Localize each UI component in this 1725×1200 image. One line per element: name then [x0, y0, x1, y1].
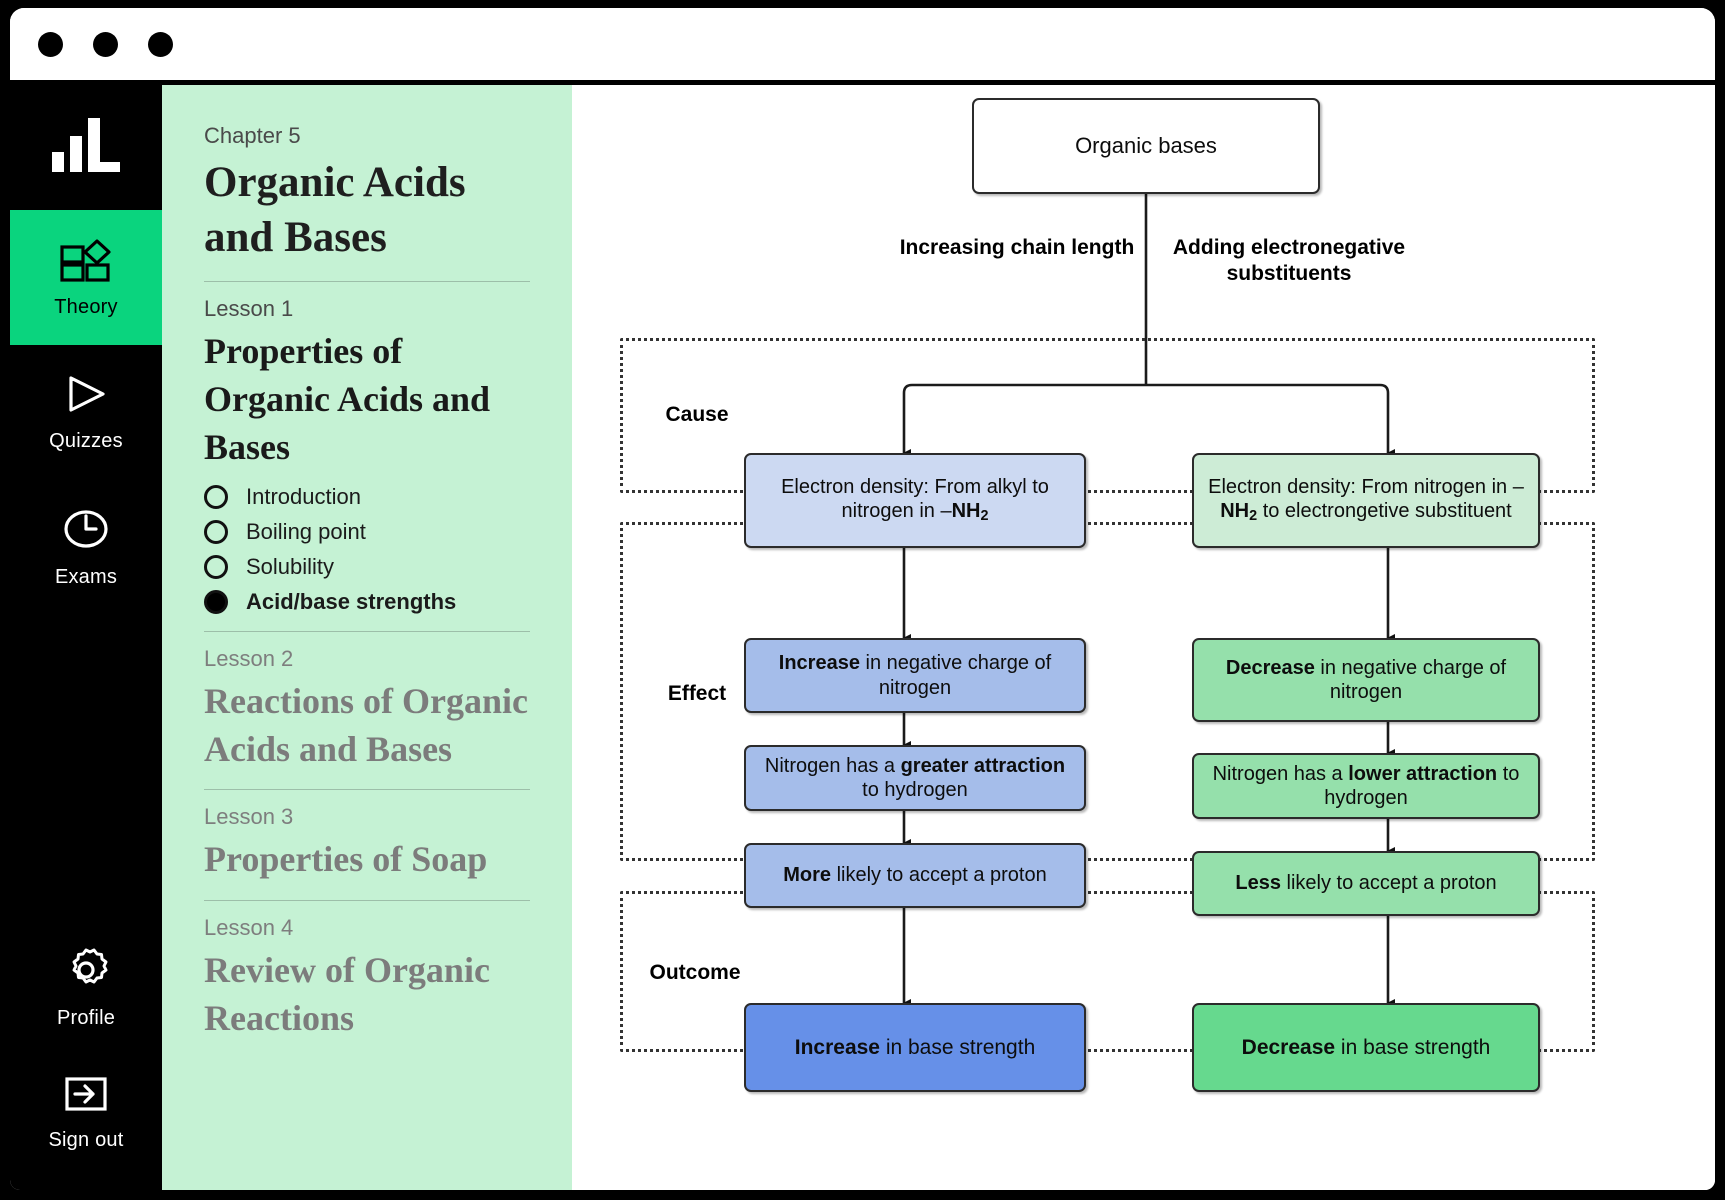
lesson-4-title[interactable]: Review of Organic Reactions [204, 950, 490, 1039]
node-effect-left-3[interactable]: More likely to accept a proton [744, 843, 1086, 908]
diagram-canvas: Organic bases Increasing chain length Ad… [572, 85, 1715, 1190]
lesson-2-title[interactable]: Reactions of Organic Acids and Bases [204, 680, 528, 769]
node-cause-right[interactable]: Electron density: From nitrogen in –NH2 … [1192, 453, 1540, 548]
node-effect-left-2[interactable]: Nitrogen has a greater attraction to hyd… [744, 745, 1086, 811]
band-label-effect: Effect [667, 682, 727, 705]
app-logo[interactable] [10, 85, 162, 210]
topic-solubility-label: Solubility [246, 553, 335, 579]
rail-item-profile[interactable]: Profile [10, 920, 162, 1055]
lesson-1-title[interactable]: Properties of Organic Acids and Bases [204, 331, 491, 467]
chapter-eyebrow: Chapter 5 [204, 123, 301, 148]
lesson-4-eyebrow: Lesson 4 [204, 915, 294, 941]
topic-bullet-icon [204, 484, 228, 509]
edge-label-left: Increasing chain length [899, 236, 1135, 259]
rail-item-quizzes-label: Quizzes [49, 429, 123, 452]
sidebar-divider-2 [204, 630, 530, 632]
blocks-icon [60, 237, 112, 288]
sidebar-divider-1 [204, 281, 530, 283]
window-close-dot[interactable] [38, 31, 63, 57]
band-label-outcome: Outcome [649, 961, 741, 984]
topic-introduction[interactable]: Introduction [204, 484, 530, 510]
diagram-connectors [902, 194, 1395, 1007]
node-effect-right-1[interactable]: Decrease in negative charge of nitrogen [1192, 638, 1540, 722]
topic-acid-base-strengths-label: Acid/base strengths [246, 588, 457, 614]
sidebar-divider-3 [204, 789, 530, 791]
node-outcome-right[interactable]: Decrease in base strength [1192, 1003, 1540, 1092]
rail-item-exams[interactable]: Exams [10, 480, 162, 615]
clock-icon [62, 507, 110, 558]
lesson-3-title[interactable]: Properties of Soap [204, 839, 488, 880]
lesson-3-eyebrow: Lesson 3 [204, 804, 294, 830]
chapter-title: Organic Acids and Bases [204, 159, 466, 262]
play-icon [61, 373, 111, 422]
node-effect-right-2[interactable]: Nitrogen has a lower attraction to hydro… [1192, 753, 1540, 819]
rail-spacer [10, 615, 162, 920]
primary-nav-rail: Theory Quizzes [10, 85, 162, 1190]
window-body: Theory Quizzes [10, 80, 1715, 1190]
band-label-cause: Cause [665, 403, 729, 426]
edge-label-right: Adding electronegative substituents [1172, 236, 1406, 286]
node-cause-left[interactable]: Electron density: From alkyl to nitrogen… [744, 453, 1086, 548]
browser-window: Theory Quizzes [10, 8, 1715, 1190]
lesson-1-eyebrow: Lesson 1 [204, 296, 294, 322]
topic-boiling-point[interactable]: Boiling point [204, 519, 530, 545]
gear-icon [62, 946, 110, 999]
sign-out-icon [61, 1072, 111, 1121]
node-organic-bases[interactable]: Organic bases [972, 98, 1320, 194]
rail-item-profile-label: Profile [56, 1006, 116, 1029]
rail-item-quizzes[interactable]: Quizzes [10, 345, 162, 480]
node-outcome-left[interactable]: Increase in base strength [744, 1003, 1086, 1092]
sidebar-divider-4 [204, 900, 530, 902]
topic-boiling-point-label: Boiling point [246, 518, 366, 544]
lesson-1-topic-list: Introduction Boiling point Solubility Ac… [204, 484, 530, 615]
rail-item-theory[interactable]: Theory [10, 210, 162, 345]
topic-introduction-label: Introduction [246, 483, 361, 509]
node-organic-bases-label: Organic bases [1075, 132, 1217, 158]
node-effect-left-1[interactable]: Increase in negative charge of nitrogen [744, 638, 1086, 713]
rail-item-theory-label: Theory [54, 295, 118, 318]
window-titlebar [10, 8, 1715, 80]
topic-bullet-icon [204, 554, 228, 579]
topic-bullet-selected-icon [204, 589, 228, 614]
band-effect-container [620, 522, 1595, 861]
band-cause-container [620, 338, 1595, 493]
node-effect-right-3[interactable]: Less likely to accept a proton [1192, 851, 1540, 916]
rail-item-sign-out[interactable]: Sign out [10, 1055, 162, 1190]
rail-item-sign-out-label: Sign out [48, 1128, 124, 1151]
window-minimize-dot[interactable] [93, 31, 118, 57]
rail-item-exams-label: Exams [54, 565, 118, 588]
bar-chart-logo-icon [50, 116, 122, 179]
lesson-2-eyebrow: Lesson 2 [204, 645, 294, 671]
topic-bullet-icon [204, 519, 228, 544]
window-maximize-dot[interactable] [148, 31, 173, 57]
topic-solubility[interactable]: Solubility [204, 554, 530, 580]
lesson-sidebar: Chapter 5 Organic Acids and Bases Lesson… [162, 85, 572, 1190]
band-outcome-container [620, 891, 1595, 1052]
topic-acid-base-strengths[interactable]: Acid/base strengths [204, 589, 530, 615]
